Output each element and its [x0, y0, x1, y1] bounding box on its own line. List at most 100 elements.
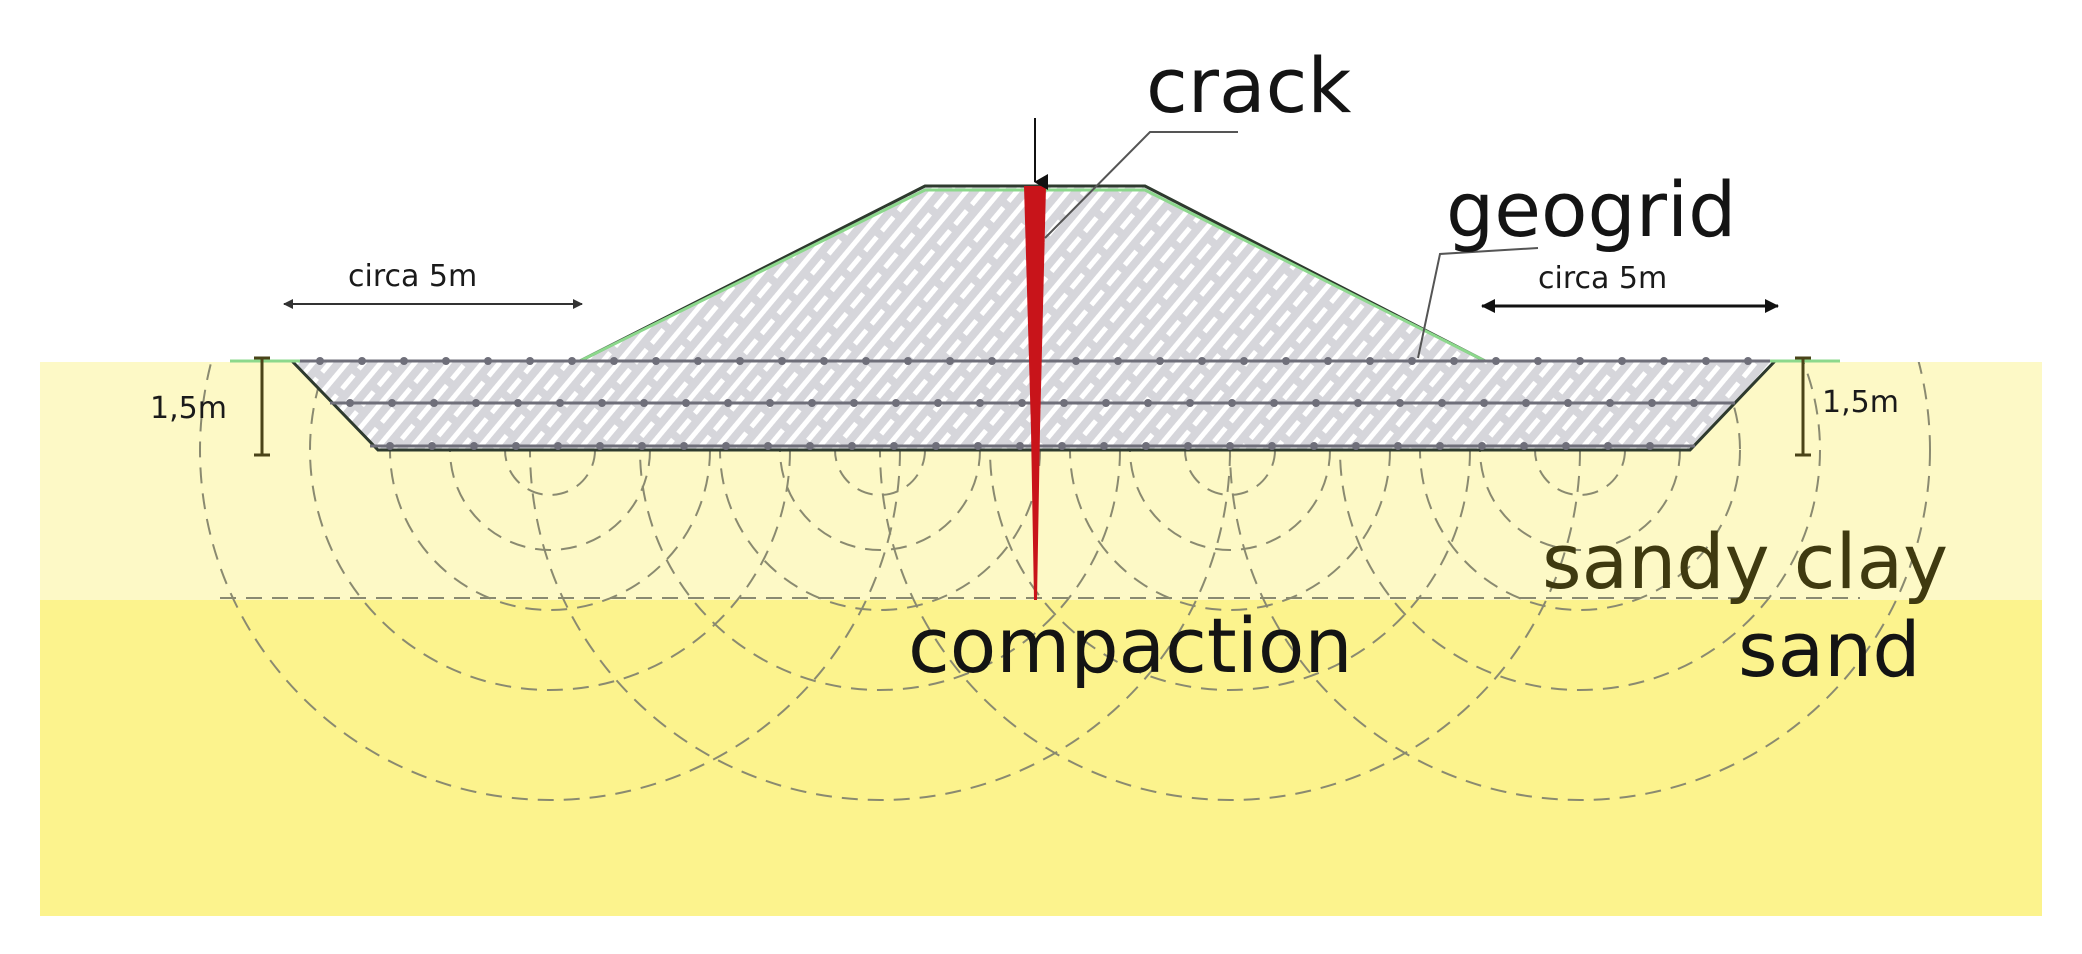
geogrid-node	[1690, 399, 1698, 407]
geogrid-node	[1646, 442, 1654, 450]
geogrid-node	[1102, 399, 1110, 407]
geogrid-node	[1660, 357, 1668, 365]
geogrid-node	[1436, 442, 1444, 450]
crack-line	[1024, 186, 1046, 600]
geogrid-node	[1478, 442, 1486, 450]
geogrid-node	[1100, 442, 1108, 450]
geogrid-node	[932, 442, 940, 450]
geogrid-node	[722, 442, 730, 450]
geogrid-node	[386, 442, 394, 450]
geogrid-node	[346, 399, 354, 407]
geogrid-node	[806, 442, 814, 450]
geogrid-node	[1564, 399, 1572, 407]
geogrid-node	[638, 442, 646, 450]
geogrid-node	[598, 399, 606, 407]
geogrid-node	[512, 442, 520, 450]
geogrid-node	[1394, 442, 1402, 450]
geogrid-node	[808, 399, 816, 407]
geogrid-node	[1352, 442, 1360, 450]
geogrid-node	[976, 399, 984, 407]
geogrid-node	[1576, 357, 1584, 365]
geogrid-node	[472, 399, 480, 407]
geogrid-node	[1240, 357, 1248, 365]
geogrid-node	[890, 442, 898, 450]
geogrid-node	[1648, 399, 1656, 407]
geogrid-node	[764, 442, 772, 450]
geogrid-nodes	[316, 357, 1752, 450]
geogrid-node	[1520, 442, 1528, 450]
geogrid-node	[1408, 357, 1416, 365]
geogrid-node	[694, 357, 702, 365]
geogrid-node	[766, 399, 774, 407]
geogrid-node	[1702, 357, 1710, 365]
geogrid-node	[988, 357, 996, 365]
geogrid-node	[1282, 357, 1290, 365]
geogrid-node	[848, 442, 856, 450]
geogrid-node	[1522, 399, 1530, 407]
geogrid-node	[1618, 357, 1626, 365]
geogrid-node	[1198, 357, 1206, 365]
geogrid-node	[568, 357, 576, 365]
geogrid-node	[1270, 399, 1278, 407]
geogrid-node	[1366, 357, 1374, 365]
geogrid-node	[1058, 442, 1066, 450]
geogrid-node	[1438, 399, 1446, 407]
geogrid-node	[934, 399, 942, 407]
geogrid-node	[1018, 399, 1026, 407]
geogrid-node	[1354, 399, 1362, 407]
geogrid-node	[470, 442, 478, 450]
left-depth-marker	[254, 356, 270, 457]
geogrid-node	[904, 357, 912, 365]
geogrid-node	[1606, 399, 1614, 407]
geogrid-node	[862, 357, 870, 365]
geogrid-node	[428, 442, 436, 450]
geogrid-node	[1186, 399, 1194, 407]
label-crack: crack	[1146, 41, 1351, 130]
geogrid-node	[554, 442, 562, 450]
geogrid-node	[1604, 442, 1612, 450]
geogrid-node	[974, 442, 982, 450]
geogrid-node	[680, 442, 688, 450]
geogrid-node	[484, 357, 492, 365]
geogrid-node	[316, 357, 324, 365]
geogrid-node	[1114, 357, 1122, 365]
geogrid-node	[1142, 442, 1150, 450]
geogrid-node	[1396, 399, 1404, 407]
geogrid-node	[850, 399, 858, 407]
geogrid-leader	[1417, 247, 1539, 359]
geogrid-node	[1312, 399, 1320, 407]
crack-leader	[1044, 131, 1238, 239]
geogrid-node	[1450, 357, 1458, 365]
geogrid-node	[514, 399, 522, 407]
label-left-depth: 1,5m	[150, 391, 227, 426]
geogrid-node	[1324, 357, 1332, 365]
geogrid-node	[1226, 442, 1234, 450]
geogrid-node	[1072, 357, 1080, 365]
label-right-depth: 1,5m	[1822, 385, 1899, 420]
geogrid-node	[1016, 442, 1024, 450]
geogrid-node	[526, 357, 534, 365]
geogrid-node	[892, 399, 900, 407]
geogrid-node	[946, 357, 954, 365]
geogrid-node	[1156, 357, 1164, 365]
label-compaction: compaction	[908, 601, 1353, 690]
geogrid-node	[652, 357, 660, 365]
geogrid-node	[1060, 399, 1068, 407]
geogrid-node	[596, 442, 604, 450]
geogrid-node	[1184, 442, 1192, 450]
geogrid-node	[442, 357, 450, 365]
geogrid-node	[1492, 357, 1500, 365]
label-sand: sand	[1738, 605, 1921, 694]
geogrid-node	[358, 357, 366, 365]
geogrid-node	[556, 399, 564, 407]
geogrid-node	[820, 357, 828, 365]
geogrid-node	[1144, 399, 1152, 407]
geogrid-node	[640, 399, 648, 407]
label-right-width: circa 5m	[1538, 261, 1667, 296]
right-depth-marker	[1795, 356, 1811, 457]
geogrid-node	[724, 399, 732, 407]
geogrid-node	[736, 357, 744, 365]
geogrid-node	[400, 357, 408, 365]
geogrid-node	[1310, 442, 1318, 450]
